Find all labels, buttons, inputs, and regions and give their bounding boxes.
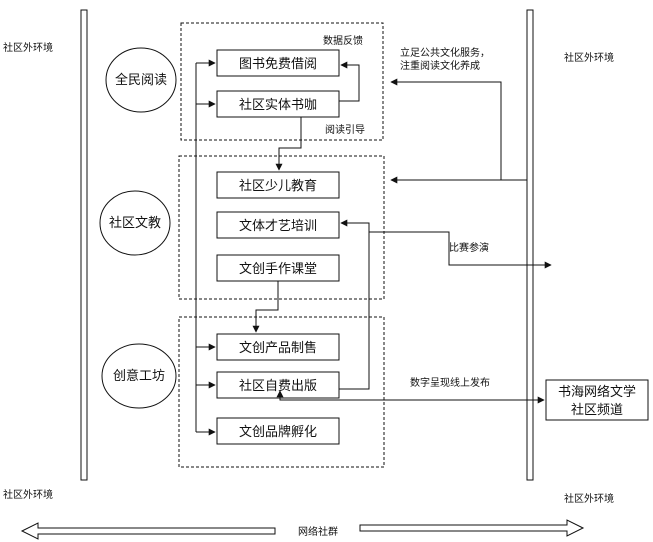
item-label-children-education: 社区少儿教育 <box>239 178 317 194</box>
item-box-arts-training <box>216 211 340 239</box>
label-data-feedback: 数据反馈 <box>323 34 363 47</box>
item-label-product-sales: 文创产品制售 <box>239 340 317 356</box>
item-label-free-lending: 图书免费借阅 <box>239 57 317 72</box>
group-ellipse-creative <box>101 343 177 409</box>
reading-guide-arrow <box>275 117 302 171</box>
item-box-craft-class <box>216 254 340 282</box>
bottom-label-network: 网络社群 <box>298 525 338 538</box>
label-competition: 比赛参演 <box>449 241 489 254</box>
label-public-service-2: 注重阅读文化养成 <box>400 59 480 72</box>
label-public-service-1: 立足公共文化服务， <box>400 46 490 59</box>
right-boundary-bar <box>526 9 534 481</box>
group-frame-reading <box>180 22 384 141</box>
group-name-reading: 全民阅读 <box>115 72 167 88</box>
external-box <box>545 379 649 421</box>
education-to-creative-arrow <box>252 281 279 333</box>
item-box-product-sales <box>216 333 340 361</box>
label-digital-publish: 数字呈现线上发布 <box>410 376 490 389</box>
public-service-arrow-top <box>390 78 527 181</box>
group-name-education: 社区文教 <box>109 215 161 231</box>
item-label-book-cafe: 社区实体书咖 <box>239 97 317 113</box>
group-frame-education <box>178 155 385 300</box>
env-label-top-left: 社区外环境 <box>3 41 53 54</box>
group-ellipse-education <box>99 190 171 256</box>
item-label-self-publishing: 社区自费出版 <box>239 378 317 394</box>
item-label-craft-class: 文创手作课堂 <box>239 262 317 277</box>
label-reading-guide: 阅读引导 <box>325 123 365 136</box>
external-box-line2: 社区频道 <box>571 402 623 418</box>
item-box-book-cafe <box>216 90 340 118</box>
competition-arrow <box>369 231 552 269</box>
group-name-creative: 创意工坊 <box>113 368 165 384</box>
group-ellipse-reading <box>105 47 177 113</box>
digital-publish-arrow <box>276 390 545 404</box>
left-boundary-bar <box>80 9 88 481</box>
bottom-arrow-left <box>20 522 276 540</box>
env-label-top-right: 社区外环境 <box>564 51 614 64</box>
external-box-line1: 书海网络文学 <box>558 384 636 400</box>
item-box-children-education <box>216 171 340 199</box>
item-label-arts-training: 文体才艺培训 <box>239 218 317 234</box>
left-connector-tree <box>195 59 216 436</box>
env-label-bottom-left: 社区外环境 <box>3 488 53 501</box>
bottom-arrow-right <box>359 519 585 537</box>
item-box-brand-incubation <box>216 417 340 445</box>
item-box-free-lending <box>216 49 340 77</box>
publishing-to-training-arrow <box>339 219 370 390</box>
env-label-bottom-right: 社区外环境 <box>564 492 614 505</box>
data-feedback-arrow <box>339 61 360 102</box>
item-label-brand-incubation: 文创品牌孵化 <box>239 424 317 440</box>
